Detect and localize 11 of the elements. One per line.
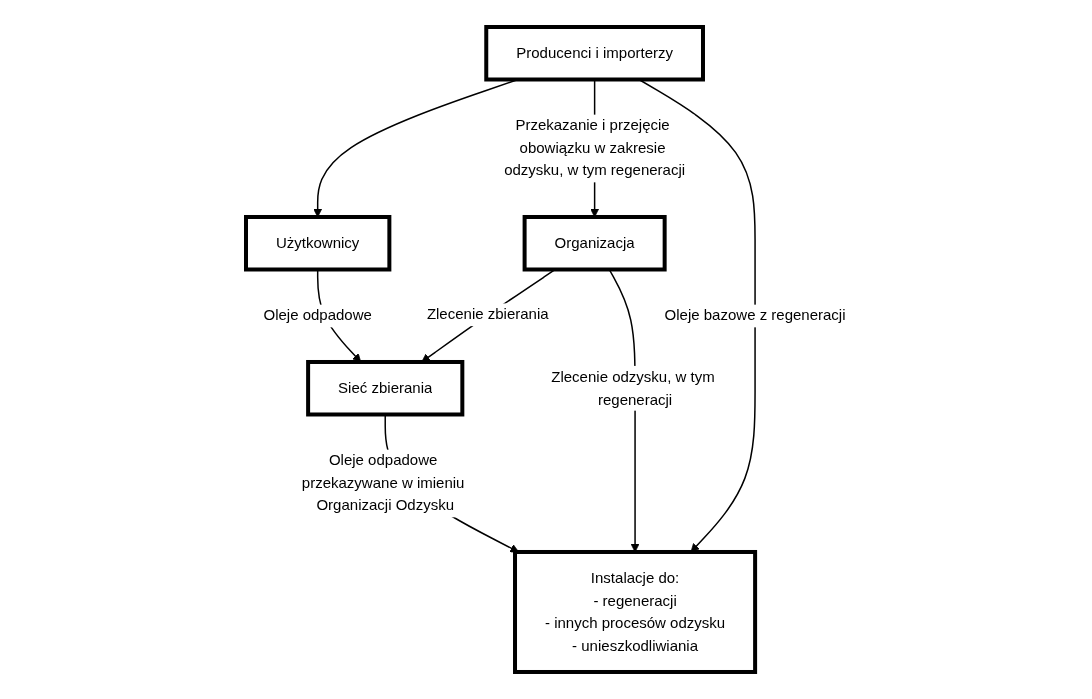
- edge-label: Oleje odpadowe przekazywane w imieniu Organizacji Odzysku: [302, 451, 465, 514]
- node-box: Sieć zbierania: [306, 360, 465, 417]
- node-box: Instalacje do: - regeneracji - innych procesów odzysku - unieszkodliwiania: [513, 550, 758, 674]
- node-box: Organizacja: [522, 215, 667, 272]
- node-box: Użytkownicy: [244, 215, 392, 272]
- edge-label: Zlecenie zbierania: [427, 305, 549, 323]
- edge-label: Przekazanie i przejęcie obowiązku w zakresie odzysku, w tym regeneracji: [504, 116, 686, 179]
- node-box: Producenci i importerzy: [484, 25, 706, 82]
- edge-label: Oleje odpadowe: [263, 306, 373, 324]
- edge-label: Zlecenie odzysku, w tym regeneracji: [551, 367, 715, 408]
- edge-label: Oleje bazowe z regeneracji: [664, 306, 846, 324]
